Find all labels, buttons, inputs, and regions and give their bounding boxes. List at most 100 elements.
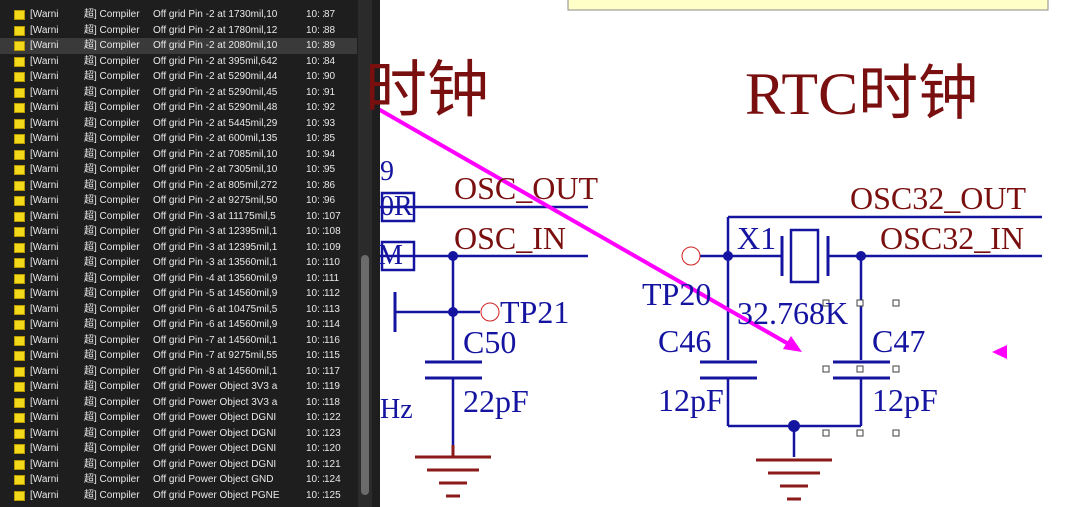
net-label-osc32-out[interactable]: OSC32_OUT [850, 180, 1027, 216]
selection-handles[interactable] [822, 299, 900, 437]
message-text: Off grid Pin -2 at 805mil,272 [153, 179, 278, 191]
message-class: [Warni [30, 350, 59, 361]
message-class: [Warni [30, 210, 59, 222]
message-text: Off grid Power Object 3V3 a [153, 381, 278, 392]
port-osc-out[interactable] [380, 191, 416, 223]
message-row[interactable]: [Warni 超] Compiler Off grid Power Object 3… [0, 395, 357, 411]
x1-designator[interactable]: X1 [737, 220, 777, 256]
c46-designator[interactable]: C46 [658, 323, 712, 359]
warning-icon [14, 41, 25, 51]
warning-icon [14, 103, 25, 113]
message-source: 超] Compiler [84, 350, 140, 361]
c50-designator[interactable]: C50 [463, 324, 517, 360]
tp21-label[interactable]: TP21 [500, 294, 570, 330]
tp21-testpoint[interactable] [480, 302, 500, 322]
message-source: 超] Compiler [84, 396, 140, 408]
message-class: [Warni [30, 179, 59, 191]
message-source: 超] Compiler [84, 381, 140, 392]
messages-scrollbar-thumb[interactable] [361, 255, 369, 495]
net-label-osc-in[interactable]: OSC_IN [454, 220, 567, 256]
warning-icon [14, 428, 25, 439]
message-source: 超] Compiler [84, 55, 140, 67]
x1-crystal-body[interactable] [789, 228, 820, 284]
port-osc-in[interactable] [380, 240, 416, 272]
message-number: 90 [324, 71, 336, 82]
message-class: [Warni [30, 86, 59, 98]
message-number: 123 [324, 427, 341, 439]
schematic-canvas[interactable]: 时钟 RTC时钟 OSC_OUT OSC_IN OSC32_OUT OSC32_… [365, 0, 1080, 507]
rtc-section-title: RTC时钟 [745, 61, 979, 127]
c50-value[interactable]: 22pF [463, 383, 529, 419]
message-number: 115 [324, 350, 340, 361]
message-class: [Warni [30, 164, 59, 175]
message-source: 超] Compiler [84, 474, 140, 485]
c46-value[interactable]: 12pF [658, 382, 724, 418]
junction [448, 251, 458, 261]
message-time: 10: 202 [306, 71, 324, 82]
message-text: Off grid Pin -2 at 7305mil,10 [153, 164, 278, 175]
message-source: 超] Compiler [84, 226, 140, 237]
warning-icon [14, 134, 25, 144]
c47-value[interactable]: 12pF [872, 382, 938, 418]
message-class: [Warni [30, 334, 59, 346]
junction [788, 420, 800, 432]
note-box[interactable] [567, 0, 1049, 11]
message-text: Off grid Power Object PGNE [153, 489, 280, 501]
frequency-fragment: Hz [380, 394, 413, 425]
warning-icon [14, 196, 25, 206]
message-number: 125 [324, 489, 341, 501]
message-number: 94 [324, 148, 336, 160]
message-source: 超] Compiler [84, 412, 140, 423]
message-time: 10: 202 [306, 489, 324, 501]
tp20-testpoint[interactable] [681, 246, 701, 266]
message-class: [Warni [30, 396, 59, 408]
warning-icon [14, 56, 25, 67]
tp20-label[interactable]: TP20 [642, 276, 712, 312]
message-time: 10: 202 [306, 86, 324, 98]
message-source: 超] Compiler [84, 241, 140, 253]
message-time: 10: 202 [306, 241, 324, 253]
message-text: Off grid Power Object 3V3 a [153, 396, 278, 408]
message-number: 111 [324, 272, 340, 284]
warning-icon [14, 320, 25, 330]
net-label-osc32-in[interactable]: OSC32_IN [880, 220, 1025, 256]
net-label-osc-out[interactable]: OSC_OUT [454, 170, 599, 206]
message-time: 10: 202 [306, 427, 324, 439]
message-class: [Warni [30, 241, 59, 253]
message-time: 10: 202 [306, 40, 324, 51]
x1-value[interactable]: 32.768K [737, 295, 849, 331]
c47-designator[interactable]: C47 [872, 323, 926, 359]
